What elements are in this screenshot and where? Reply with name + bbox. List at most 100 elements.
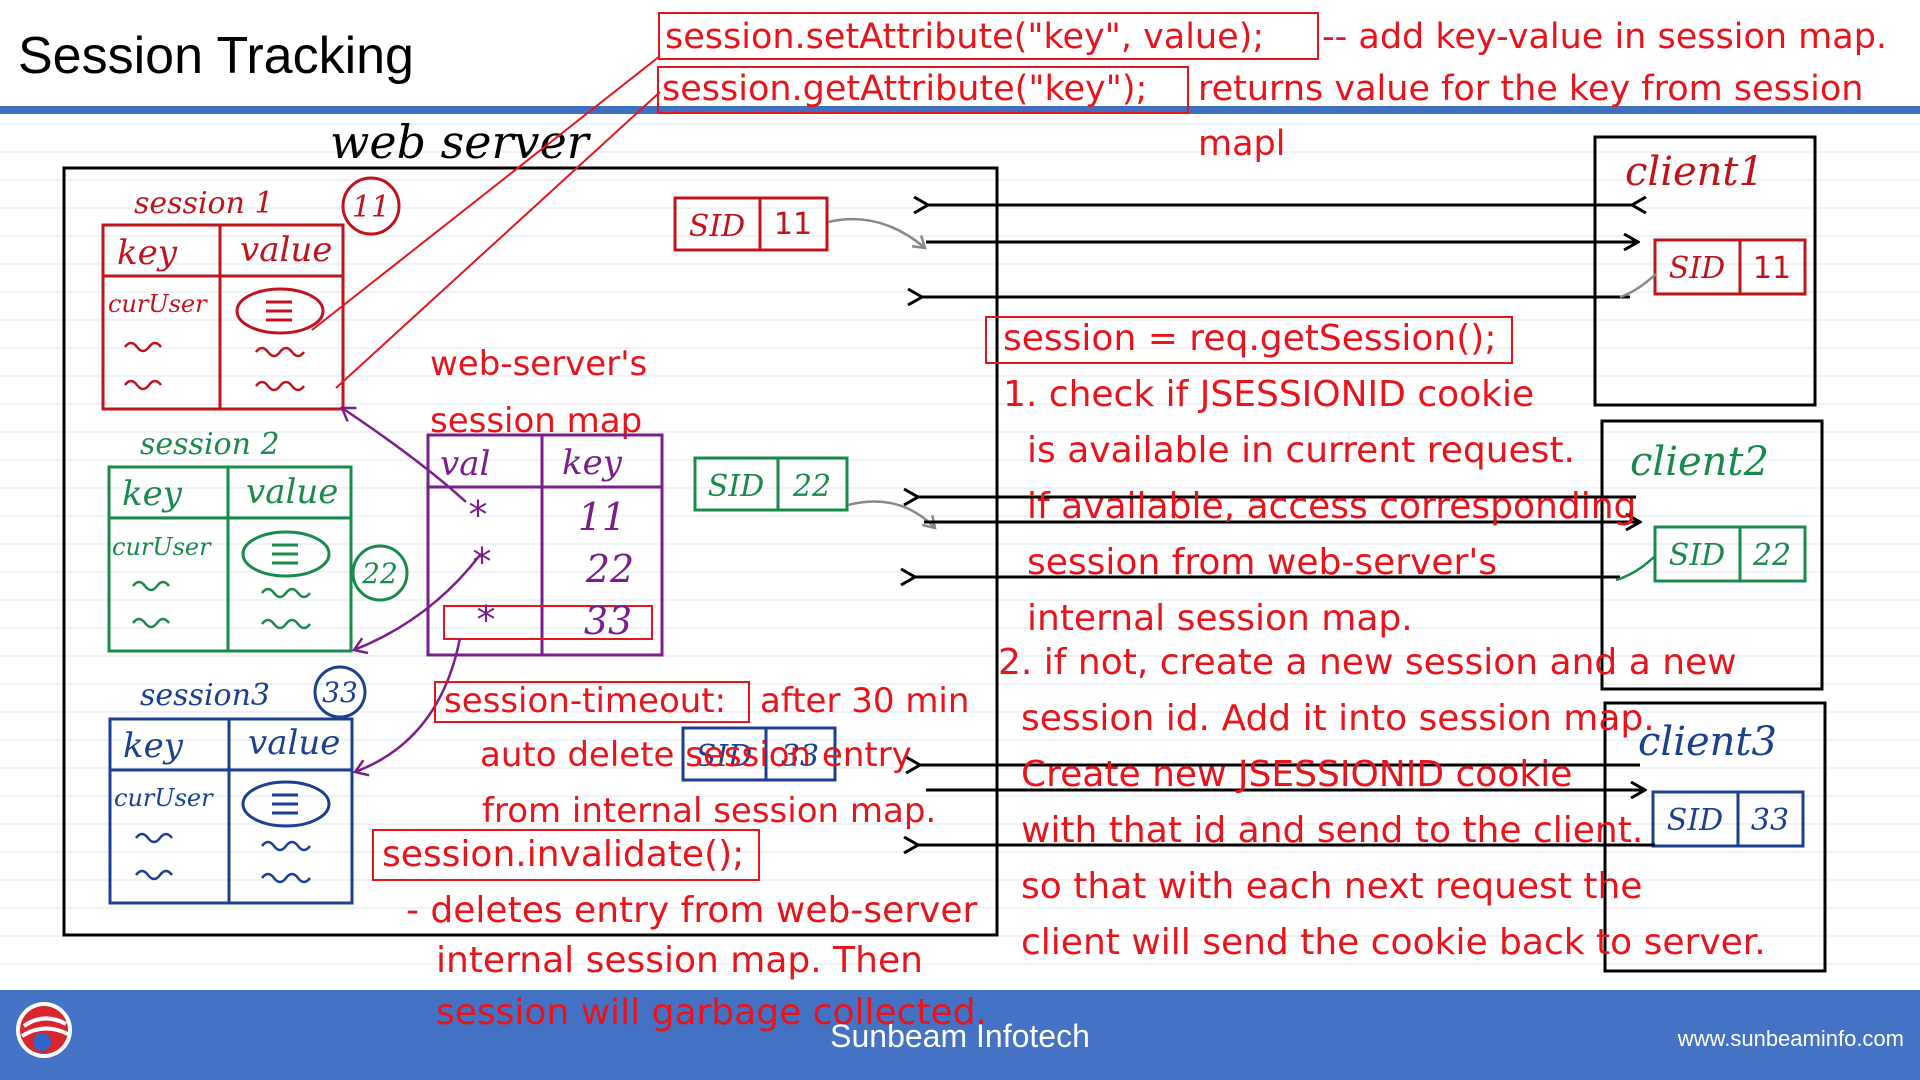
set-attribute-code-box — [658, 12, 1319, 60]
session-map-key-header: key — [562, 443, 623, 483]
step2-line-1: 2. if not, create a new session and a ne… — [998, 642, 1737, 683]
session-map-row-3-key: 33 — [584, 599, 632, 643]
session-1-value-header: value — [240, 230, 332, 270]
step1-line-3: if available, access corresponding — [1027, 486, 1636, 527]
session-3: session3 33 key value curUser — [108, 665, 367, 905]
get-attribute-pointer — [335, 91, 661, 389]
session-1-name: session 1 — [134, 186, 274, 221]
get-attribute-code: session.getAttribute("key"); — [662, 69, 1147, 109]
invalidate-code-box — [372, 829, 760, 881]
session-2-object-icon — [241, 530, 331, 578]
session-3-id-circle — [313, 665, 367, 719]
client-3-name: client3 — [1638, 719, 1777, 765]
footer-url[interactable]: www.sunbeaminfo.com — [1677, 1026, 1904, 1051]
get-attribute-desc-line1: returns value for the key from session — [1198, 69, 1863, 109]
invalidate-line-1: - deletes entry from web-server — [406, 890, 977, 931]
server-cookie-11-value: 11 — [774, 207, 812, 242]
session-1-table — [101, 223, 345, 411]
timeout-code-box — [434, 681, 750, 723]
session-map-row-3-val: * — [477, 598, 496, 642]
server-cookie-33-value: 33 — [781, 739, 819, 774]
footer-company: Sunbeam Infotech — [830, 1018, 1090, 1054]
step2-line-6: client will send the cookie back to serv… — [1021, 922, 1766, 963]
get-session-code: session = req.getSession(); — [1003, 318, 1496, 359]
server-cookie-22-value: 22 — [792, 469, 831, 504]
session-3-key-header: key — [123, 726, 184, 766]
timeout-desc-line3: from internal session map. — [482, 791, 936, 831]
client-2-sid-label: SID — [1669, 538, 1725, 573]
session-map-row-2-val: * — [473, 540, 492, 584]
session-1: session 1 11 key value curUser — [101, 176, 401, 411]
step2-line-2: session id. Add it into session map. — [1021, 698, 1655, 739]
server-cookie-22-label: SID — [708, 469, 764, 504]
client-2-arrows — [915, 497, 1655, 580]
session-map-row-2-key: 22 — [585, 547, 634, 591]
server-cookie-33: SID 33 — [681, 726, 837, 782]
set-attribute-desc: -- add key-value in session map. — [1322, 17, 1887, 57]
session-map: web-server's session map val key * 11 * … — [342, 344, 664, 772]
step2-line-4: with that id and send to the client. — [1021, 810, 1643, 851]
map-to-session-1-arrow — [342, 408, 467, 503]
session-2-id-circle — [351, 544, 409, 602]
set-attribute-code: session.setAttribute("key", value); — [665, 17, 1264, 57]
map-to-session-3-arrow — [355, 637, 462, 772]
step1-line-4: session from web-server's — [1027, 542, 1497, 583]
server-cookie-33-label: SID — [696, 739, 752, 774]
session-2-value-header: value — [246, 472, 338, 512]
server-cookie-11-label: SID — [689, 209, 745, 244]
footer-bar — [0, 990, 1920, 1080]
client-3-sid-value: 33 — [1751, 803, 1789, 838]
web-server-label: web server — [330, 115, 592, 169]
session-3-value-header: value — [248, 723, 340, 763]
client-1-name: client1 — [1625, 149, 1764, 195]
server-cookie-22: SID 22 — [693, 456, 935, 528]
session-map-row-3-highlight — [443, 605, 653, 640]
step1-line-5: internal session map. — [1027, 598, 1413, 639]
map-to-session-2-arrow — [354, 554, 481, 650]
timeout-code: session-timeout: — [444, 681, 726, 721]
session-1-id: 11 — [352, 190, 390, 225]
invalidate-code: session.invalidate(); — [382, 834, 744, 875]
session-2-id: 22 — [361, 557, 398, 590]
set-attribute-pointer — [311, 55, 661, 331]
session-1-first-key: curUser — [108, 290, 208, 318]
timeout-desc-line2: auto delete session entry — [480, 735, 912, 775]
timeout-desc-line1: after 30 min — [760, 681, 969, 721]
client-3-arrows — [918, 765, 1655, 845]
sunbeam-logo-icon — [16, 1002, 72, 1058]
session-1-key-header: key — [117, 233, 178, 273]
get-session-code-box — [985, 316, 1513, 364]
client-2-name: client2 — [1630, 439, 1769, 485]
session-map-label-line1: web-server's — [430, 344, 647, 384]
client-3: client3 SID 33 — [1603, 701, 1827, 973]
client-2: client2 SID 22 — [1600, 419, 1824, 691]
session-map-row-1-key: 11 — [578, 495, 626, 539]
get-attribute-code-box — [657, 66, 1189, 114]
client-1-sid-value: 11 — [1753, 251, 1791, 286]
session-2-name: session 2 — [140, 427, 280, 462]
step1-line-2: is available in current request. — [1027, 430, 1575, 471]
session-1-object-icon — [235, 287, 325, 335]
session-2-first-key: curUser — [112, 533, 212, 561]
session-map-table — [426, 433, 664, 657]
client-1-sid-label: SID — [1669, 251, 1725, 286]
session-2-table — [107, 465, 353, 653]
session-3-first-key: curUser — [114, 784, 214, 812]
invalidate-line-2: internal session map. Then — [436, 940, 923, 981]
step2-line-3: Create new JSESSIONID cookie — [1021, 754, 1572, 795]
session-2: session 2 22 key value curUser — [107, 427, 409, 653]
title-underline — [0, 106, 1920, 114]
session-3-object-icon — [241, 780, 331, 828]
client-1: client1 SID 11 — [1593, 135, 1817, 407]
session-map-row-1-val: * — [469, 493, 488, 537]
session-2-key-header: key — [122, 474, 183, 514]
client-2-sid-value: 22 — [1752, 538, 1791, 573]
get-attribute-desc-line2: mapl — [1198, 124, 1285, 164]
server-cookie-11: SID 11 — [673, 196, 925, 252]
step2-line-5: so that with each next request the — [1021, 866, 1642, 907]
session-3-name: session3 — [140, 678, 270, 713]
session-3-id: 33 — [322, 676, 358, 709]
client-3-sid-label: SID — [1667, 803, 1723, 838]
